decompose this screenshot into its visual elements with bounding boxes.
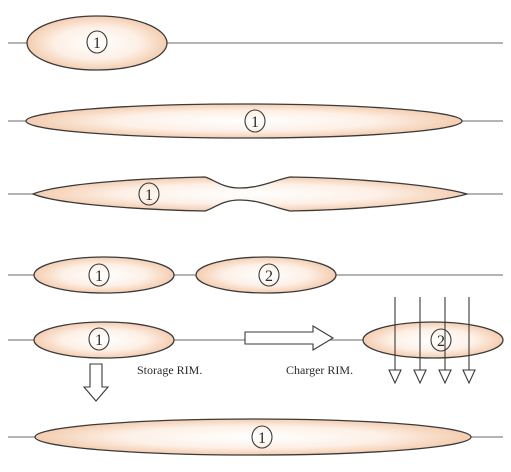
row-1-single-drop: 1 (8, 15, 503, 71)
row-5-storage-charger: 1 2 Storage RIM. Charger RIM. (8, 297, 504, 402)
badge-label: 1 (95, 332, 103, 349)
necking-drop-shape (31, 176, 470, 212)
down-arrow-icon (413, 369, 427, 385)
badge-circle (430, 328, 452, 352)
storage-drop-ellipse (33, 321, 175, 359)
down-arrow-icon (388, 369, 402, 385)
badge-label: 1 (95, 268, 103, 285)
right-hollow-arrow-icon (244, 325, 335, 351)
drop-ellipse-left (33, 256, 175, 294)
badge-label: 1 (145, 187, 153, 204)
badge-label: 1 (93, 35, 101, 52)
badge-circle (88, 327, 110, 351)
down-hollow-arrow-icon (82, 363, 110, 402)
badge-circle (251, 425, 273, 449)
badge-label: 2 (265, 268, 273, 285)
down-arrow-icon (462, 369, 476, 385)
charger-caption: Charger RIM. (286, 363, 353, 377)
storage-caption: Storage RIM. (137, 363, 202, 377)
drop-ellipse (25, 103, 463, 139)
down-arrow-icon (438, 369, 452, 385)
badge-label: 2 (437, 333, 445, 350)
badge-circle (86, 30, 108, 54)
row-2-stretched-drop: 1 (8, 103, 503, 139)
row-3-necking-drop: 1 (8, 176, 503, 212)
badge-label: 1 (258, 430, 266, 447)
drop-ellipse (26, 15, 168, 71)
badge-circle (138, 182, 160, 206)
drop-ellipse-right (195, 256, 337, 294)
badge-circle (88, 263, 110, 287)
row-4-split-drops: 1 2 (8, 256, 503, 294)
charger-drop-ellipse (362, 321, 504, 359)
laser-beams (388, 297, 476, 385)
badge-circle (258, 263, 280, 287)
row-6-stretched-drop: 1 (8, 418, 503, 456)
badge-circle (244, 109, 266, 133)
badge-label: 1 (251, 114, 259, 131)
drop-ellipse (34, 418, 472, 456)
